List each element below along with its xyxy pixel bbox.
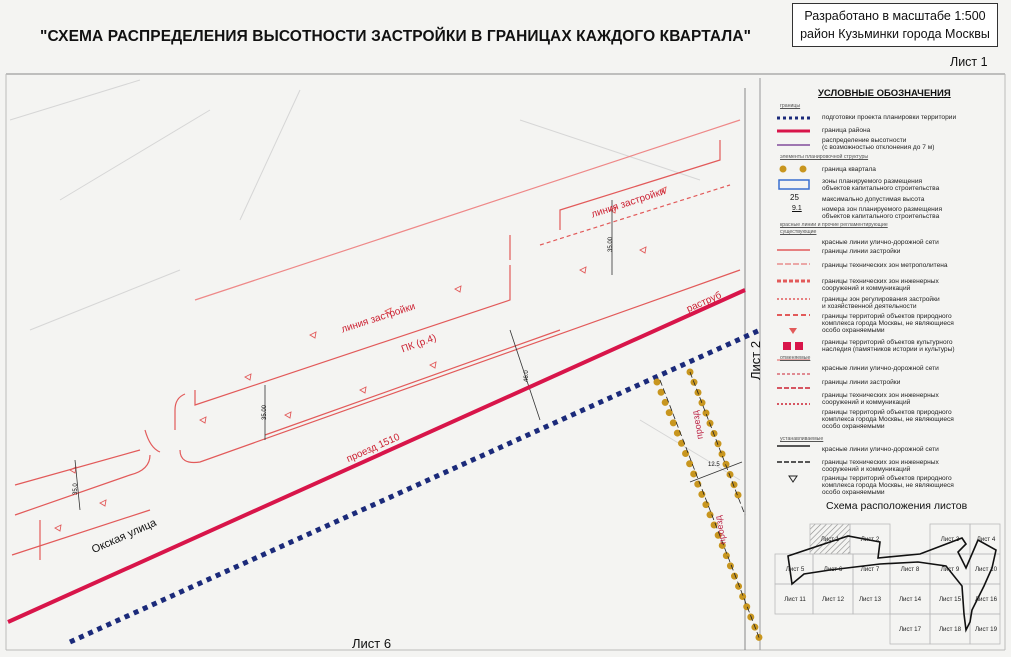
legend-zone-number-sample: 9.1 xyxy=(792,205,802,212)
legend-title: УСЛОВНЫЕ ОБОЗНАЧЕНИЯ xyxy=(818,88,951,99)
scheme-cell-16: Лист 16 xyxy=(974,596,998,603)
page-title: "СХЕМА РАСПРЕДЕЛЕНИЯ ВЫСОТНОСТИ ЗАСТРОЙК… xyxy=(40,28,752,45)
scheme-cell-7: Лист 7 xyxy=(860,566,880,573)
legend-item: граница района xyxy=(822,127,871,134)
scale-stamp: Разработано в масштабе 1:500 район Кузьм… xyxy=(792,3,998,47)
legend-head-borders: границы xyxy=(780,103,801,109)
legend-item: границы территорий объектов культурного xyxy=(822,339,953,346)
legend-height-sample: 25 xyxy=(790,193,799,202)
legend-head-redlines: красные линии и прочие регламентирующие xyxy=(780,222,888,228)
legend-head-cancelled: отменяемые xyxy=(780,355,811,361)
legend-item: наследия (памятников истории и культуры) xyxy=(822,346,955,353)
legend-item: границы технических зон инженерных xyxy=(822,278,939,285)
scheme-cell-2: Лист 2 xyxy=(860,536,880,543)
legend-item: особо охраняемыми xyxy=(822,327,885,334)
legend-item: объектов капитального строительства xyxy=(822,185,940,192)
scheme-cell-6: Лист 6 xyxy=(823,566,843,573)
legend-item: границы территорий объектов природного xyxy=(822,313,952,320)
scheme-cell-13: Лист 13 xyxy=(858,596,882,603)
legend-item: красные линии улично-дорожной сети xyxy=(822,365,939,372)
legend-item: распределение высотности xyxy=(822,137,907,144)
legend-item: комплекса города Москвы, не являющиеся xyxy=(822,416,954,423)
legend-item: максимально допустимая высота xyxy=(822,196,925,203)
scheme-cell-19: Лист 19 xyxy=(974,626,998,633)
legend-item: границы линии застройки xyxy=(822,248,901,255)
sheet-label-right: Лист 2 xyxy=(748,340,763,380)
legend-item: подготовки проекта планировки территории xyxy=(822,114,957,121)
legend-item: сооружений и коммуникаций xyxy=(822,399,911,406)
scheme-cell-10: Лист 10 xyxy=(974,566,998,573)
legend-item: сооружений и коммуникаций xyxy=(822,285,911,292)
dim-12: 12.5 xyxy=(708,462,720,468)
sheet-number: Лист 1 xyxy=(950,55,988,69)
sheets-scheme-grid xyxy=(774,523,1001,645)
legend-item: (с возможностью отклонения до 7 м) xyxy=(822,144,935,151)
stamp-line-2: район Кузьминки города Москвы xyxy=(800,27,990,41)
legend-symbols xyxy=(777,116,810,483)
legend-item: границы линии застройки xyxy=(822,379,901,386)
legend-head-existing: существующие xyxy=(780,229,817,235)
scheme-cell-5: Лист 5 xyxy=(785,566,805,573)
stamp-line-1: Разработано в масштабе 1:500 xyxy=(804,9,986,23)
legend-item: красные линии улично-дорожной сети xyxy=(822,239,939,246)
legend-item: сооружений и коммуникаций xyxy=(822,466,911,473)
scheme-cell-3: Лист 3 xyxy=(940,536,960,543)
legend-item: границы территорий объектов природного xyxy=(822,409,952,416)
dim-46: 46.0 xyxy=(524,370,530,382)
dim-35-left: 35.0 xyxy=(73,483,79,495)
legend-item: границы территорий объектов природного xyxy=(822,475,952,482)
sheet-label-bottom: Лист 6 xyxy=(352,636,392,651)
legend-head-established: устанавливаемые xyxy=(780,436,824,442)
planning-area-outline xyxy=(787,535,997,633)
sheets-scheme-title: Схема расположения листов xyxy=(826,500,968,512)
scheme-cell-18: Лист 18 xyxy=(938,626,962,633)
dim-35-right: 35.00 xyxy=(608,236,614,252)
quarter-border-dots xyxy=(653,368,764,644)
legend-item: особо охраняемыми xyxy=(822,423,885,430)
legend-item: границы технических зон метрополитена xyxy=(822,262,948,269)
legend-item: граница квартала xyxy=(822,166,876,173)
legend-item: и хозяйственной деятельности xyxy=(822,303,917,310)
scheme-cell-4: Лист 4 xyxy=(976,536,996,543)
scheme-cell-14: Лист 14 xyxy=(898,596,922,603)
legend-item: красные линии улично-дорожной сети xyxy=(822,446,939,453)
legend-item: границы зон регулирования застройки xyxy=(822,296,940,303)
scheme-cell-9: Лист 9 xyxy=(940,566,960,573)
legend-item: особо охраняемыми xyxy=(822,489,885,496)
legend-head-structure: элементы планировочной структуры xyxy=(780,154,869,160)
scheme-cell-15: Лист 15 xyxy=(938,596,962,603)
legend-item: объектов капитального строительства xyxy=(822,213,940,220)
legend-item: границы технических зон инженерных xyxy=(822,392,939,399)
dim-35-mid: 35.00 xyxy=(262,404,268,420)
planning-border-line xyxy=(68,327,762,645)
legend-item: номера зон планируемого размещения xyxy=(822,206,943,213)
scheme-cell-11: Лист 11 xyxy=(784,596,806,603)
scheme-cell-1: Лист 1 xyxy=(820,536,840,543)
district-border-line xyxy=(7,288,746,624)
legend-item: зоны планируемого размещения xyxy=(822,178,923,185)
legend-item: комплекса города Москвы, не являющиеся xyxy=(822,482,954,489)
legend-item: комплекса города Москвы, не являющиеся xyxy=(822,320,954,327)
red-lines xyxy=(11,119,741,560)
scheme-cell-17: Лист 17 xyxy=(898,626,922,633)
scheme-cell-8: Лист 8 xyxy=(900,566,920,573)
scheme-cell-12: Лист 12 xyxy=(821,596,845,603)
legend-item: границы технических зон инженерных xyxy=(822,459,939,466)
